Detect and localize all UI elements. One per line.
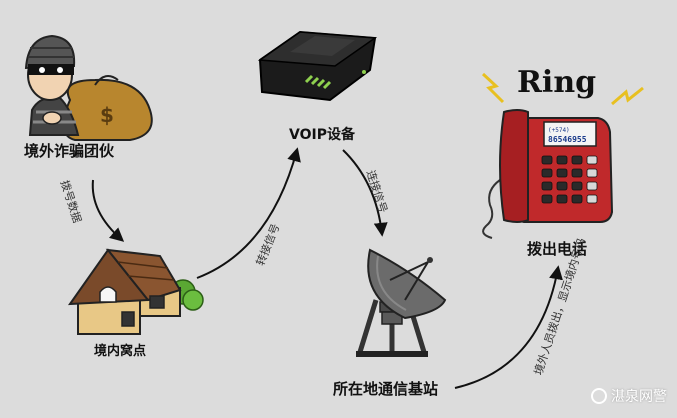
lightning-right-icon	[611, 86, 644, 106]
arrow-station-to-call	[454, 265, 563, 389]
phone-key	[556, 168, 568, 178]
phone-key	[541, 194, 553, 204]
ring-text: Ring	[517, 65, 596, 100]
phone-key	[586, 181, 598, 191]
watermark-logo-icon	[591, 388, 607, 404]
phone-key	[586, 155, 598, 165]
phone-screen-line1: (+574)	[548, 127, 570, 134]
arrow-house-to-voip	[196, 147, 301, 279]
svg-text:$: $	[100, 103, 114, 127]
thief-illustration: $	[24, 34, 153, 141]
telephone-illustration: (+574) 86546955	[482, 109, 614, 239]
node-base-station-label: 所在地通信基站	[333, 380, 439, 398]
phone-key	[556, 181, 568, 191]
node-voip-label: VOIP设备	[289, 127, 355, 143]
watermark-text: 湛泉网警	[611, 389, 667, 405]
phone-key	[541, 155, 553, 165]
phone-screen-line2: 86546955	[548, 135, 587, 144]
phone-key	[586, 168, 598, 178]
phone-key	[571, 168, 583, 178]
node-call-label: 拨出电话	[527, 240, 588, 258]
phone-key	[541, 168, 553, 178]
phone-key	[556, 155, 568, 165]
phone-keypad	[541, 155, 598, 204]
phone-key	[541, 181, 553, 191]
node-house-label: 境内窝点	[94, 344, 147, 359]
phone-key	[556, 194, 568, 204]
watermark: 湛泉网警	[591, 386, 667, 406]
arrow-gang-to-house	[91, 179, 125, 242]
house-illustration	[68, 248, 204, 335]
arrow-voip-to-station	[342, 149, 388, 237]
phone-key	[571, 155, 583, 165]
lightning-left-icon	[481, 72, 505, 104]
phone-key	[586, 194, 598, 204]
phone-key	[571, 181, 583, 191]
phone-key	[571, 194, 583, 204]
satellite-dish-illustration	[356, 248, 447, 357]
voip-device-illustration	[257, 30, 378, 102]
node-fraud-gang-label: 境外诈骗团伙	[24, 142, 115, 160]
